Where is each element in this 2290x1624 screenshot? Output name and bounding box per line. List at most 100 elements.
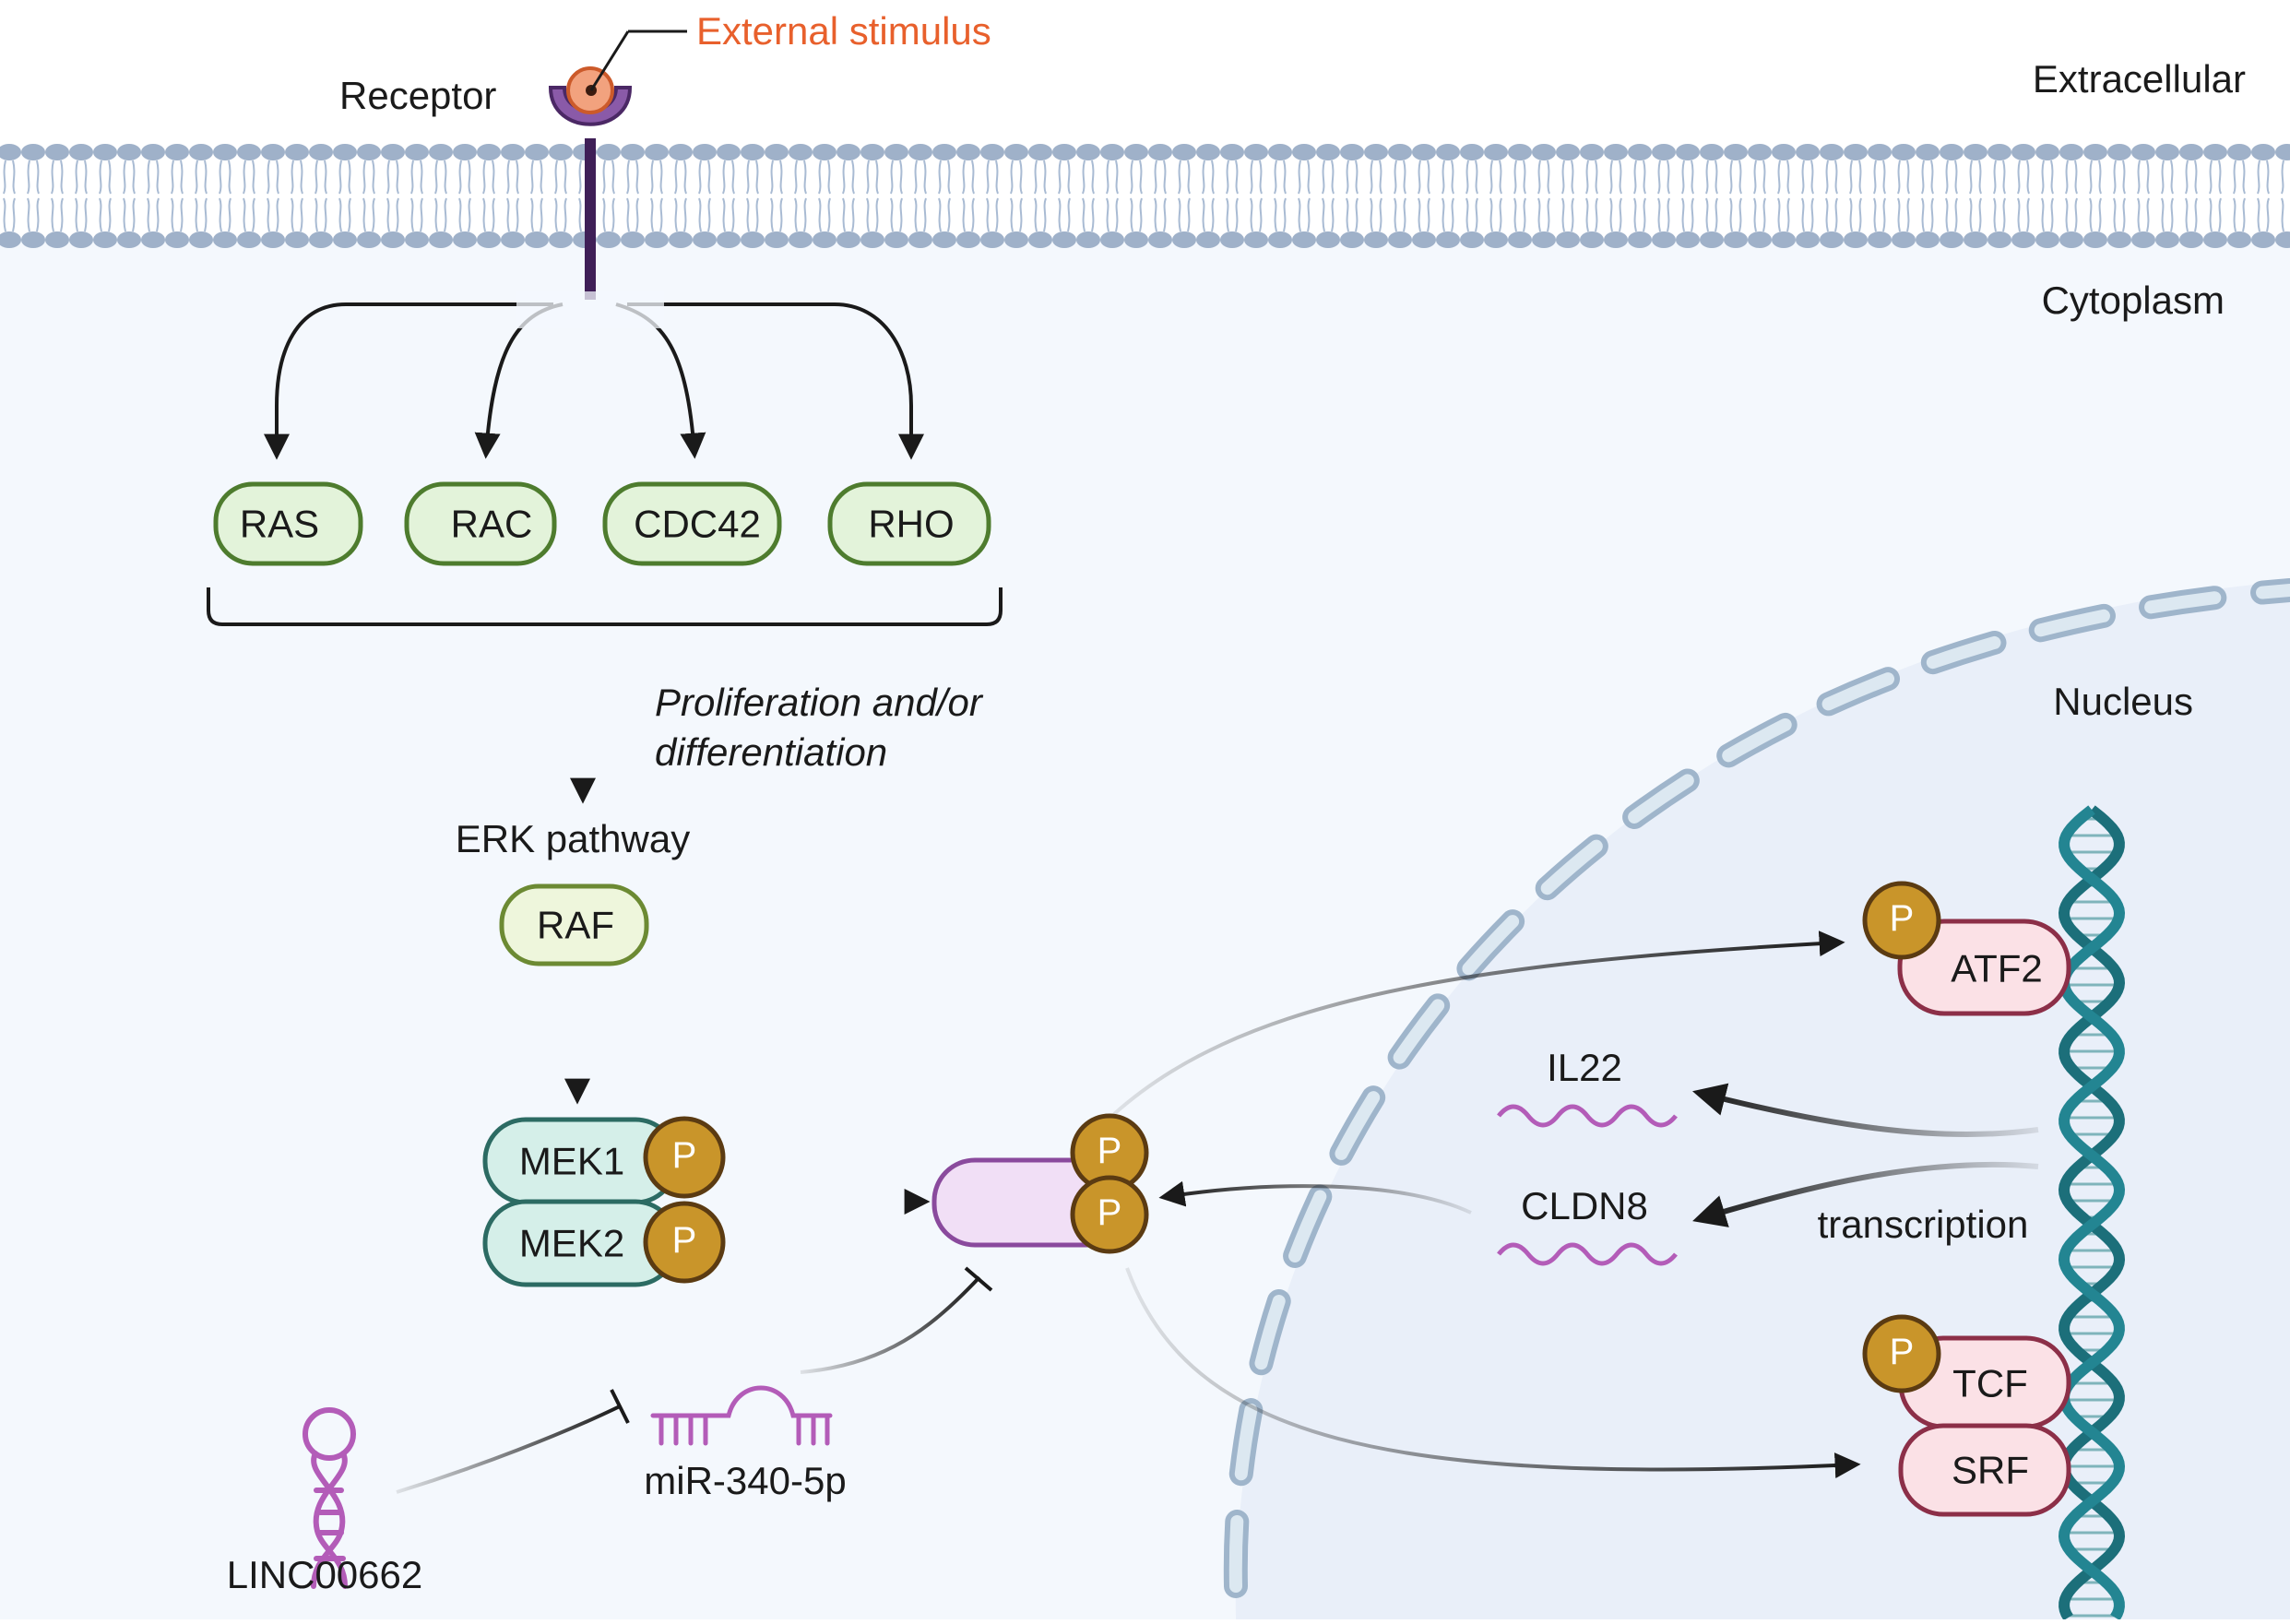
lipid-head (1124, 231, 1148, 248)
lipid-tail (1082, 160, 1095, 195)
atf2-node: ATF2 (1897, 919, 2071, 1016)
lipid-head (93, 144, 117, 160)
lipid-tail (842, 197, 855, 232)
lipid-tail (291, 160, 303, 195)
lipid-head (789, 231, 813, 248)
gtpase-ras: RAS (213, 481, 363, 566)
lipid-tail (410, 197, 423, 232)
lipid-head (645, 144, 669, 160)
lipid-tail (2209, 160, 2222, 195)
lipid-head (357, 144, 381, 160)
svg-text:P: P (1890, 898, 1915, 939)
lipid-head (285, 144, 309, 160)
external-stimulus-label: External stimulus (696, 9, 991, 53)
mek2-label: MEK2 (519, 1222, 624, 1265)
lipid-tail (1346, 197, 1359, 232)
lipid-tail (1945, 160, 1958, 195)
lipid-tail (2233, 160, 2246, 195)
lipid-head (1628, 231, 1652, 248)
lipid-head (141, 144, 165, 160)
lipid-tail (1585, 197, 1598, 232)
lipid-tail (1969, 160, 1982, 195)
lipid-head (1868, 144, 1892, 160)
lipid-head (2107, 144, 2131, 160)
lipid-tail (2233, 197, 2246, 232)
lipid-head (309, 144, 333, 160)
lipid-tail (314, 197, 327, 232)
lipid-head (908, 231, 932, 248)
lipid-head (1580, 144, 1604, 160)
lipid-tail (866, 160, 879, 195)
lipid-head (1004, 144, 1028, 160)
lipid-tail (1585, 160, 1598, 195)
lipid-head (21, 231, 45, 248)
dna-helix-icon (2058, 805, 2126, 1621)
lipid-tail (1034, 160, 1047, 195)
lipid-tail (171, 197, 184, 232)
lipid-tail (123, 197, 136, 232)
lipid-tail (1202, 197, 1215, 232)
lipid-tail (938, 160, 951, 195)
lipid-head (956, 144, 980, 160)
lipid-tail (482, 197, 495, 232)
lipid-head (1172, 231, 1196, 248)
lipid-head (45, 231, 69, 248)
lipid-head (1964, 231, 1987, 248)
lipid-head (69, 231, 93, 248)
lipid-head (93, 231, 117, 248)
lipid-head (1604, 144, 1628, 160)
lipid-head (621, 144, 645, 160)
rho-label: RHO (868, 503, 954, 546)
lipid-head (1604, 231, 1628, 248)
inhibit-mirna-to-erk (800, 1275, 981, 1374)
svg-text:P: P (672, 1135, 697, 1176)
raf-node: RAF (499, 883, 649, 966)
lipid-tail (794, 197, 807, 232)
lipid-tail (2281, 197, 2284, 232)
lipid-head (2107, 231, 2131, 248)
lipid-head (525, 144, 549, 160)
lipid-tail (1801, 197, 1814, 232)
lipid-tail (1418, 160, 1430, 195)
lipid-head (285, 231, 309, 248)
lipid-tail (674, 160, 687, 195)
lipid-tail (434, 197, 447, 232)
lipid-head (741, 144, 765, 160)
gtpase-cdc42: CDC42 (602, 481, 782, 566)
lipid-tail (2257, 197, 2270, 232)
lipid-tail (1777, 160, 1790, 195)
lipid-head (501, 231, 525, 248)
lipid-tail (554, 160, 567, 195)
lipid-tail (1178, 197, 1191, 232)
lipid-tail (506, 160, 519, 195)
lipid-tail (1106, 197, 1119, 232)
lipid-head (1412, 144, 1436, 160)
lipid-tail (2137, 160, 2150, 195)
lipid-tail (1513, 197, 1526, 232)
lipid-tail (1657, 160, 1670, 195)
lipid-head (1892, 231, 1916, 248)
lipid-tail (1394, 197, 1406, 232)
lipid-tail (986, 197, 999, 232)
lipid-head (1220, 144, 1244, 160)
lipid-tail (1537, 160, 1550, 195)
lipid-tail (1010, 160, 1023, 195)
lipid-head (0, 231, 21, 248)
mek1-node: MEK1 (482, 1117, 679, 1205)
lipid-tail (818, 160, 831, 195)
lipid-tail (842, 160, 855, 195)
lipid-tail (914, 197, 927, 232)
lipid-tail (2041, 160, 2054, 195)
erk-phospho-bottom: P (1070, 1175, 1149, 1254)
lipid-head (453, 231, 477, 248)
lipid-head (789, 144, 813, 160)
lipid-tail (219, 197, 231, 232)
lipid-tail (386, 197, 399, 232)
dna-strand (2058, 805, 2126, 1621)
lipid-tail (458, 197, 471, 232)
lipid-tail (1729, 197, 1742, 232)
lncrna-icon (303, 1407, 356, 1589)
lipid-head (429, 144, 453, 160)
lipid-head (980, 144, 1004, 160)
lipid-head (597, 144, 621, 160)
